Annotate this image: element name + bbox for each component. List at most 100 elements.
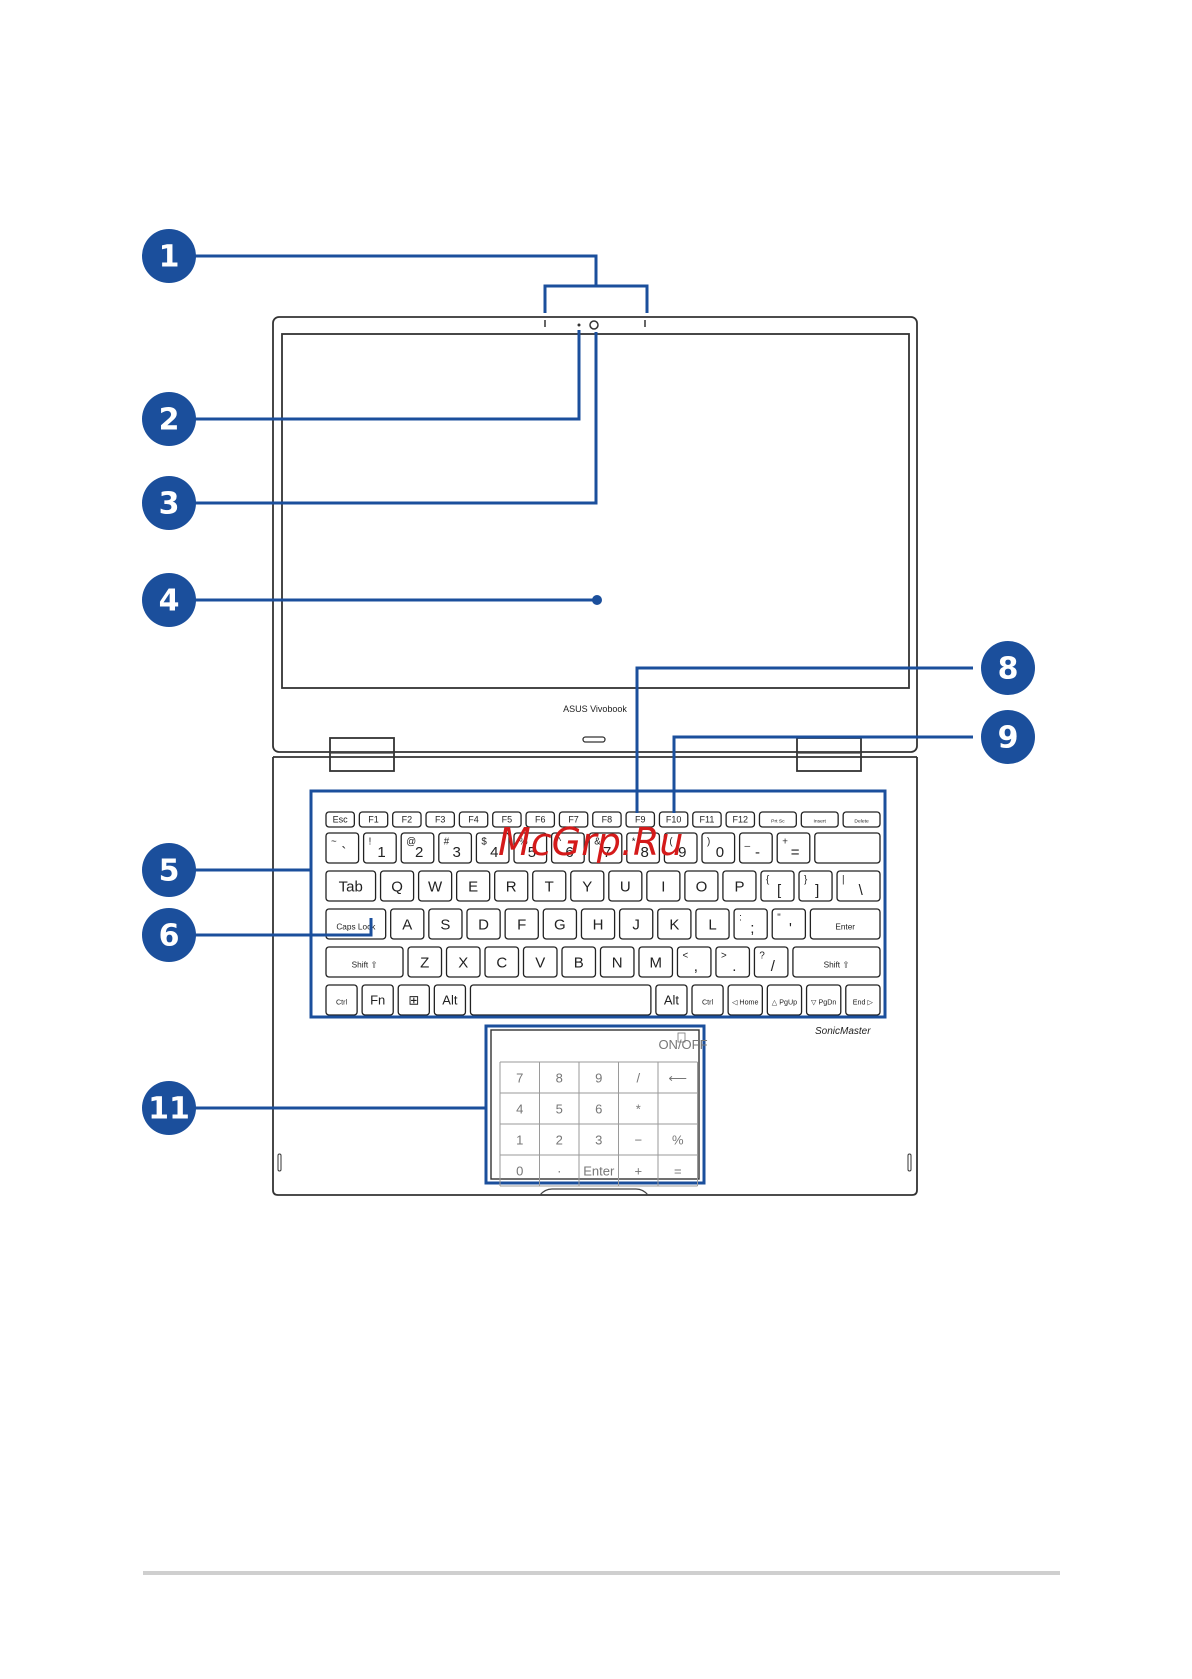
key: *8: [626, 832, 661, 864]
key: <,: [676, 946, 712, 978]
key: F7: [558, 811, 589, 828]
numpad-key-label: 2: [556, 1133, 563, 1148]
key: Insert: [800, 811, 839, 828]
key-label: R: [506, 878, 517, 895]
numpad-toggle-label: ON/OFF: [658, 1037, 707, 1052]
key-label: Insert: [814, 819, 827, 825]
key: F8: [592, 811, 622, 828]
key: @2: [400, 832, 435, 864]
callout-number: 4: [159, 584, 180, 619]
key-label: E: [468, 878, 478, 895]
key: C: [484, 946, 520, 978]
key-label-top: &: [594, 836, 601, 847]
key: V: [522, 946, 558, 978]
numpad-key-label: −: [634, 1133, 642, 1148]
numpad-key-label: =: [674, 1164, 682, 1179]
key: U: [608, 870, 643, 902]
key-label: F12: [733, 815, 749, 825]
key-label: 0: [716, 844, 724, 861]
key-label: F1: [368, 815, 379, 825]
key-label-top: ": [777, 912, 781, 923]
key-label: [: [777, 882, 782, 899]
key: F4: [458, 811, 489, 828]
key: F: [504, 908, 539, 940]
key-label: Enter: [835, 922, 855, 931]
callout-8: 8: [981, 641, 1035, 695]
footer-rule: [143, 1571, 1060, 1575]
key: △ PgUp: [766, 984, 803, 1016]
key-label: B: [574, 954, 584, 971]
callout-4: 4: [142, 573, 196, 627]
key: &7: [588, 832, 623, 864]
key-label-top: |: [842, 874, 845, 885]
key: F2: [392, 811, 422, 828]
callout-3: 3: [142, 476, 196, 530]
key-label: .: [732, 958, 736, 975]
key: {[: [760, 870, 795, 902]
key-label: ◁ Home: [732, 999, 759, 1007]
key: F9: [625, 811, 656, 828]
key-label: ;: [750, 920, 754, 937]
key-label: Z: [420, 954, 429, 971]
key-label: \: [859, 882, 864, 899]
key: F1: [358, 811, 389, 828]
key-label-top: %: [519, 836, 528, 847]
numpad-key-label: %: [672, 1133, 684, 1148]
callout-5: 5: [142, 843, 196, 897]
key: ^6: [550, 832, 585, 864]
key-label: F: [517, 916, 526, 933]
numpad-key-label: 6: [595, 1102, 602, 1117]
numpad-key-label: ⟵: [668, 1071, 687, 1086]
key: +=: [776, 832, 811, 864]
key-label: Alt: [664, 993, 680, 1008]
key: :;: [733, 908, 768, 940]
numpad-key-label: 3: [595, 1133, 602, 1148]
key: M: [638, 946, 674, 978]
key: $4: [475, 832, 510, 864]
key-label-top: ): [707, 836, 710, 847]
key: Tab: [325, 870, 377, 902]
key-label: O: [696, 878, 708, 895]
key-label: F4: [468, 815, 479, 825]
key-label: 9: [678, 844, 686, 861]
key-label: 2: [415, 844, 423, 861]
key: Prt Sc: [758, 811, 797, 828]
key: >.: [715, 946, 751, 978]
key-label: Esc: [333, 815, 349, 825]
numpad-key-label: Enter: [583, 1164, 615, 1179]
numpad-key-label: 5: [556, 1102, 563, 1117]
key-label: F5: [502, 815, 513, 825]
key: I: [646, 870, 681, 902]
key-label: ,: [694, 958, 698, 975]
key: A: [390, 908, 425, 940]
key-label: C: [496, 954, 507, 971]
key-label-top: ^: [557, 836, 562, 847]
key-label: 5: [528, 844, 536, 861]
key-label-top: {: [766, 874, 770, 885]
key: T: [532, 870, 567, 902]
key: Alt: [655, 984, 688, 1016]
key: _-: [738, 832, 773, 864]
key: [814, 832, 881, 864]
key: Delete: [842, 811, 881, 828]
camera-indicator-dot: [577, 323, 581, 327]
key: Shift ⇧: [325, 946, 404, 978]
key-label: F9: [635, 815, 646, 825]
key: End ▷: [845, 984, 881, 1016]
key: X: [445, 946, 481, 978]
numpad-toggle-icon: [677, 1032, 686, 1043]
key-label-top: _: [744, 836, 751, 847]
key-label: /: [771, 958, 776, 975]
key-label: Alt: [442, 993, 458, 1008]
key-label: K: [669, 916, 679, 933]
key-label: D: [478, 916, 489, 933]
numpad-key-label: 7: [516, 1071, 523, 1086]
key-label: N: [612, 954, 623, 971]
audio-label: SonicMaster: [815, 1026, 871, 1037]
key-label: `: [341, 844, 346, 861]
key: Q: [379, 870, 415, 902]
key: L: [695, 908, 730, 940]
callout-11: 11: [142, 1081, 196, 1135]
